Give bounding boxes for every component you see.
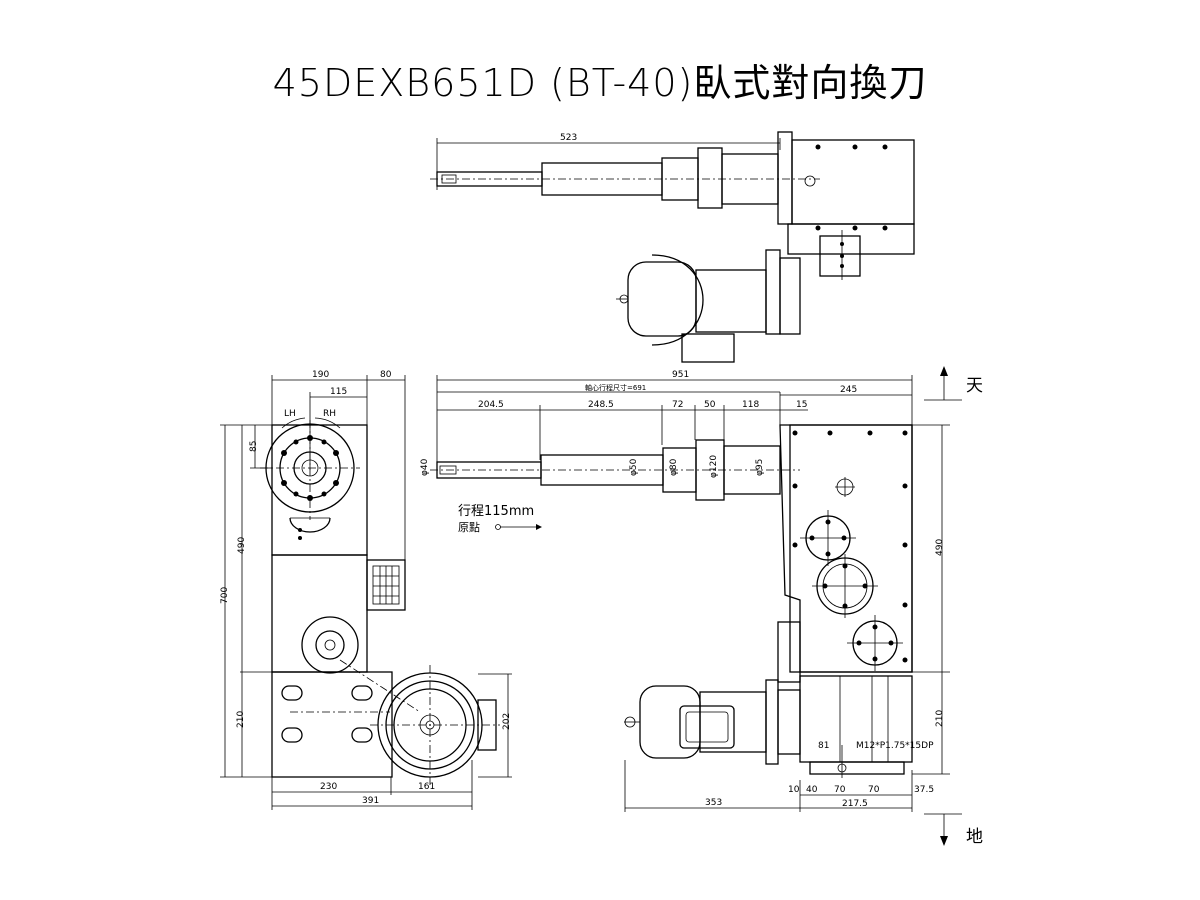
dim-40: 40 — [806, 785, 818, 795]
origin-label: 原點 — [458, 521, 480, 534]
dim-245: 245 — [840, 385, 857, 395]
dim-10: 10 — [788, 785, 800, 795]
dim-81: 81 — [818, 741, 829, 751]
dim-50: 50 — [704, 400, 716, 410]
dim-118: 118 — [742, 400, 759, 410]
top-view: 523 — [430, 131, 915, 363]
dim-202: 202 — [502, 713, 512, 730]
dia-80: φ80 — [669, 458, 679, 476]
dim-391: 391 — [362, 796, 379, 806]
dim-190: 190 — [312, 370, 329, 380]
dim-230: 230 — [320, 782, 337, 792]
up-label: 天 — [966, 376, 983, 396]
dia-50: φ50 — [629, 458, 639, 476]
dim-80: 80 — [380, 370, 392, 380]
dim-stroke-note: 軸心行程尺寸=691 — [585, 383, 646, 392]
side-view: 190 80 115 LH RH — [220, 370, 512, 810]
dim-70a: 70 — [834, 785, 846, 795]
dia-120: φ120 — [709, 455, 719, 478]
dim-248-5: 248.5 — [588, 400, 614, 410]
dim-161: 161 — [418, 782, 435, 792]
dim-15: 15 — [796, 400, 807, 410]
dim-85: 85 — [249, 441, 259, 452]
dim-217-5: 217.5 — [842, 799, 868, 809]
thread-note: M12*P1.75*15DP — [856, 741, 934, 751]
dim-490-right: 490 — [935, 539, 945, 556]
dia-95: φ95 — [755, 459, 765, 476]
dim-210-left: 210 — [236, 711, 246, 728]
down-label: 地 — [966, 827, 983, 847]
dim-72: 72 — [672, 400, 683, 410]
dim-204-5: 204.5 — [478, 400, 504, 410]
drawing-title: 45DEXB651D (BT-40)臥式對向換刀 — [272, 61, 928, 105]
stroke-label: 行程115mm — [458, 504, 534, 519]
front-view: 951 軸心行程尺寸=691 245 204.5 248.5 72 50 118… — [420, 366, 983, 847]
dim-115: 115 — [330, 387, 347, 397]
lh-label: LH — [284, 409, 296, 419]
rh-label: RH — [323, 409, 336, 419]
dim-523: 523 — [560, 133, 577, 143]
dim-490-left: 490 — [237, 537, 247, 554]
dim-37-5: 37.5 — [914, 785, 934, 795]
dim-353: 353 — [705, 798, 722, 808]
dim-700: 700 — [220, 587, 230, 604]
dim-210-right: 210 — [935, 710, 945, 727]
dia-40: φ40 — [420, 458, 430, 476]
dim-70b: 70 — [868, 785, 880, 795]
dim-951: 951 — [672, 370, 689, 380]
